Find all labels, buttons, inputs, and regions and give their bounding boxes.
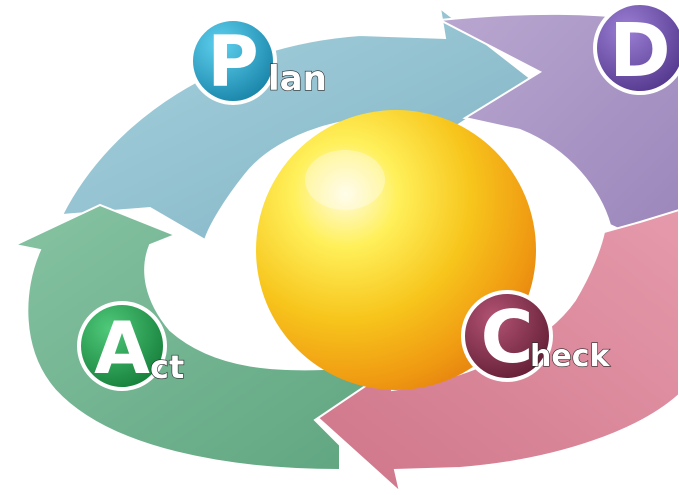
do-letter: D [609, 8, 670, 94]
check-badge: C heck [461, 290, 611, 382]
check-label: heck [530, 339, 610, 374]
act-arrow [11, 203, 399, 472]
check-letter: C [481, 295, 534, 379]
act-letter: A [94, 306, 150, 390]
act-badge: A ct [77, 301, 185, 391]
do-badge: D [593, 1, 679, 95]
sphere-highlight [305, 150, 385, 210]
plan-label: lan [268, 59, 327, 99]
act-label: ct [150, 348, 184, 386]
plan-badge: P lan [189, 17, 327, 105]
plan-letter: P [207, 21, 258, 103]
